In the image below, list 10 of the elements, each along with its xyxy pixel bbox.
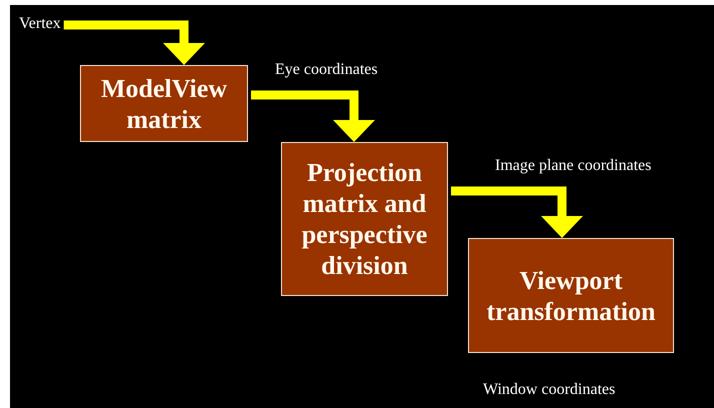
edge-label: Image plane coordinates xyxy=(495,157,652,175)
edge-label: Eye coordinates xyxy=(275,61,378,79)
box-text: Viewport transformation xyxy=(486,264,656,326)
process-box xyxy=(468,238,674,353)
output-label: Window coordinates xyxy=(483,381,616,399)
input-label: Vertex xyxy=(19,15,61,33)
box-text: Projection matrix and perspective division xyxy=(300,157,428,281)
process-box xyxy=(281,142,448,296)
box-text: ModelView matrix xyxy=(100,72,228,134)
process-box xyxy=(80,65,248,142)
